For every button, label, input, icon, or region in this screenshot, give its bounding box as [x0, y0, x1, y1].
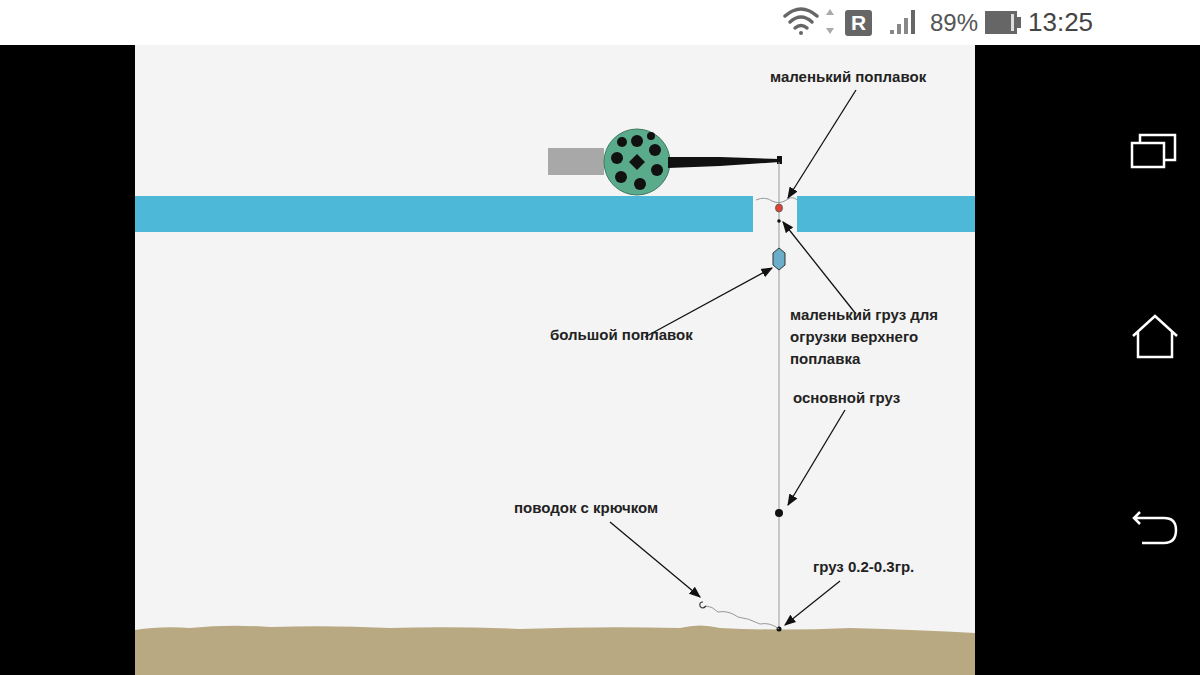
reel-holes: [611, 132, 663, 190]
data-arrows: [826, 9, 834, 34]
callout-label: большой поплавок: [550, 324, 693, 346]
callout-label: основной груз: [793, 387, 900, 409]
callout-label: маленький груз для огрузки верхнего попл…: [790, 304, 978, 370]
big-float: [773, 248, 785, 270]
ice-layer: [135, 196, 753, 232]
main-weight: [775, 509, 783, 517]
leash: [706, 606, 779, 629]
battery-percent: 89%: [930, 7, 978, 39]
water-surface: [756, 198, 797, 203]
wifi-icon: [785, 9, 817, 35]
lake-bottom: [135, 626, 975, 675]
roaming-indicator: R: [851, 9, 866, 37]
hook: [700, 602, 706, 608]
rod-tip: [668, 157, 780, 168]
callout-label: поводок с крючком: [514, 497, 658, 519]
small-float: [776, 204, 783, 212]
status-bar: [0, 0, 1200, 45]
roaming-box: [845, 10, 872, 36]
nav-buttons: [1132, 135, 1177, 543]
fishing-line: [779, 162, 780, 630]
clock: 13:25: [1028, 6, 1093, 38]
reel: [604, 129, 670, 195]
callout-label: груз 0.2-0.3гр.: [813, 556, 914, 578]
small-weight: [777, 219, 781, 223]
callout-label: маленький поплавок: [770, 66, 926, 88]
signal-icon: [890, 10, 915, 34]
rod-handle: [548, 148, 604, 175]
battery-icon: [985, 11, 1021, 34]
ice-layer: [797, 196, 975, 232]
